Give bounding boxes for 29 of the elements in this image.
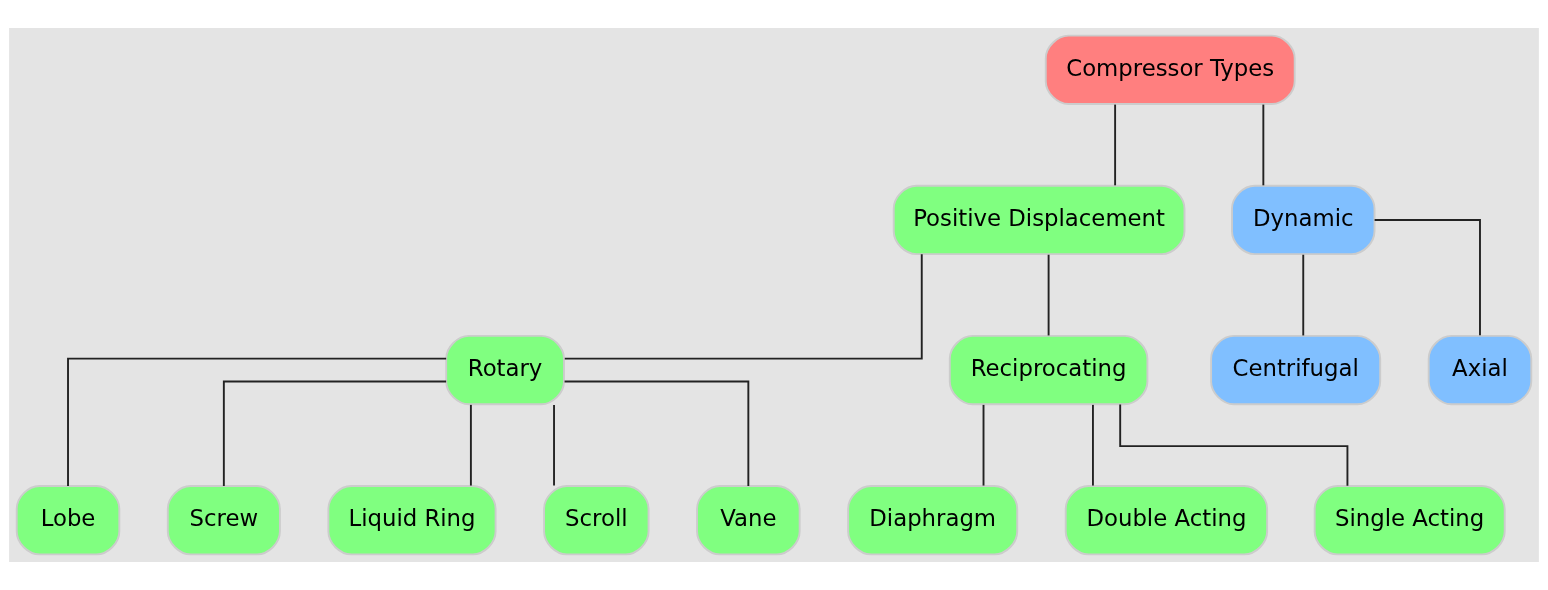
node-box: Double Acting	[1064, 485, 1269, 556]
node-box: Axial	[1427, 334, 1533, 406]
connector	[469, 403, 472, 487]
connector	[1119, 403, 1349, 487]
node-box: Scroll	[543, 485, 650, 556]
node-box: Compressor Types	[1044, 34, 1296, 105]
node-box: Liquid Ring	[327, 485, 497, 556]
node-box: Lobe	[15, 485, 121, 556]
connector	[1047, 253, 1050, 337]
connector	[982, 403, 985, 487]
node-box: Screw	[166, 485, 281, 556]
connector	[1114, 103, 1117, 187]
connector	[222, 380, 448, 487]
node-box: Diaphragm	[847, 485, 1019, 556]
connector	[1092, 403, 1094, 487]
connector	[563, 380, 750, 487]
node-box: Rotary	[445, 334, 565, 406]
connector	[67, 357, 448, 487]
connector	[1262, 103, 1265, 187]
node-box: Single Acting	[1313, 485, 1506, 556]
node-box: Reciprocating	[948, 334, 1149, 406]
node-box: Dynamic	[1231, 184, 1376, 256]
connector	[553, 403, 555, 487]
node-box: Centrifugal	[1210, 334, 1382, 406]
connector	[1373, 219, 1481, 337]
node-box: Positive Displacement	[892, 184, 1186, 256]
node-box: Vane	[696, 485, 801, 556]
connector	[563, 253, 923, 360]
connector	[1302, 253, 1305, 337]
